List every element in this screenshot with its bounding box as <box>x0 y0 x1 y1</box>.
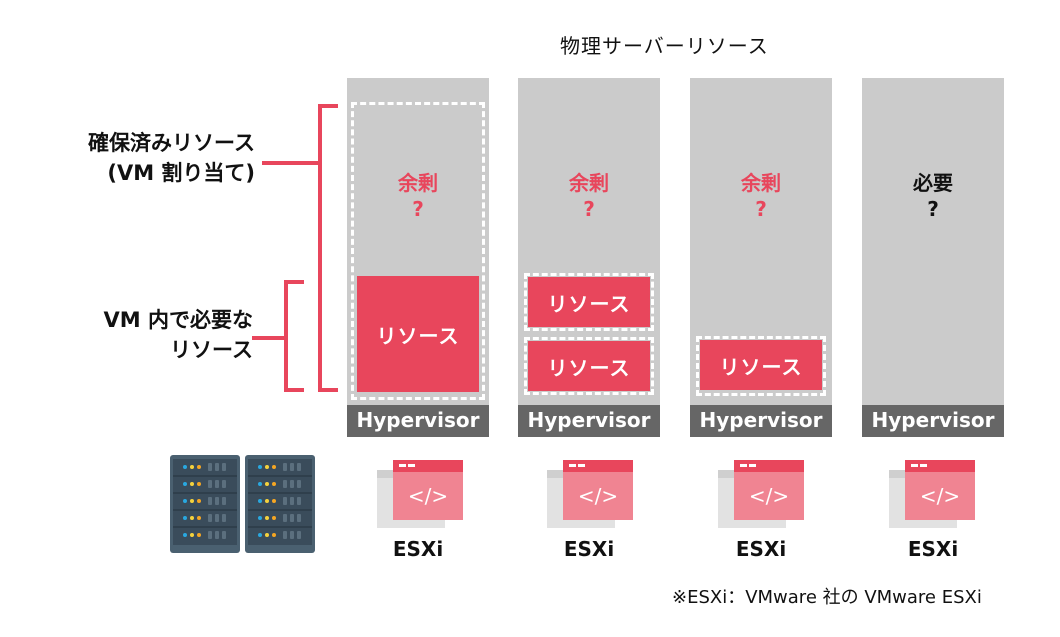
esxi-icon-3: </> <box>718 458 804 534</box>
allocated-bracket-bottom <box>318 388 338 392</box>
needed-label-4: 必要 ? <box>862 170 1004 222</box>
allocated-resources-label: 確保済みリソース (VM 割り当て) <box>20 128 255 188</box>
hypervisor-bar-2: Hypervisor <box>518 405 660 437</box>
allocated-bracket-top <box>318 104 338 108</box>
surplus-text: 余剰 <box>398 171 438 195</box>
hypervisor-bar-4: Hypervisor <box>862 405 1004 437</box>
hypervisor-bar-1: Hypervisor <box>347 405 489 437</box>
esxi-icon-4: </> <box>889 458 975 534</box>
resource-block: リソース <box>528 277 650 327</box>
diagram-title: 物理サーバーリソース <box>560 34 769 58</box>
needed-bracket-top <box>284 280 304 284</box>
esxi-icon-2: </> <box>547 458 633 534</box>
needed-bracket-bottom <box>284 388 304 392</box>
svg-text:</>: </> <box>749 484 789 508</box>
surplus-label-2: 余剰 ? <box>518 170 660 222</box>
question-mark: ? <box>755 197 767 221</box>
esxi-label-4: ESXi <box>907 537 959 561</box>
needed-text: 必要 <box>913 171 953 195</box>
question-mark: ? <box>927 197 939 221</box>
question-mark: ? <box>583 197 595 221</box>
surplus-label-1: 余剰 ? <box>347 170 489 222</box>
needed-bracket-vertical <box>284 280 288 392</box>
resource-label: リソース <box>376 323 460 348</box>
allocated-area-2b <box>524 337 654 395</box>
allocated-bracket-connector <box>262 161 322 165</box>
allocated-area-1 <box>351 102 485 400</box>
resource-label: リソース <box>547 355 631 380</box>
needed-label-line2: リソース <box>170 338 253 362</box>
esxi-label-1: ESXi <box>392 537 444 561</box>
hypervisor-bar-3: Hypervisor <box>690 405 832 437</box>
needed-label-line1: VM 内で必要な <box>103 308 253 332</box>
allocated-label-line2: (VM 割り当て) <box>107 161 255 185</box>
resource-label: リソース <box>547 291 631 316</box>
esxi-label-3: ESXi <box>735 537 787 561</box>
surplus-text: 余剰 <box>741 171 781 195</box>
code-glyph: </> <box>408 484 448 508</box>
surplus-text: 余剰 <box>569 171 609 195</box>
resource-label: リソース <box>719 354 803 379</box>
esxi-label-2: ESXi <box>563 537 615 561</box>
needed-resources-label: VM 内で必要な リソース <box>20 305 253 365</box>
svg-text:</>: </> <box>920 484 960 508</box>
allocated-area-3 <box>696 336 826 396</box>
allocated-area-2a <box>524 273 654 331</box>
allocated-label-line1: 確保済みリソース <box>88 131 255 155</box>
surplus-label-3: 余剰 ? <box>690 170 832 222</box>
question-mark: ? <box>412 197 424 221</box>
server-rack-icon <box>170 455 316 559</box>
svg-text:</>: </> <box>578 484 618 508</box>
needed-bracket-connector <box>252 336 288 340</box>
resource-block: リソース <box>357 276 479 392</box>
resource-block: リソース <box>528 341 650 391</box>
server-column-4 <box>862 78 1004 405</box>
footnote: ※ESXi：VMware 社の VMware ESXi <box>672 587 982 608</box>
allocated-bracket-vertical <box>318 104 322 392</box>
esxi-icon-1: </> <box>377 458 463 534</box>
resource-block: リソース <box>700 340 822 390</box>
